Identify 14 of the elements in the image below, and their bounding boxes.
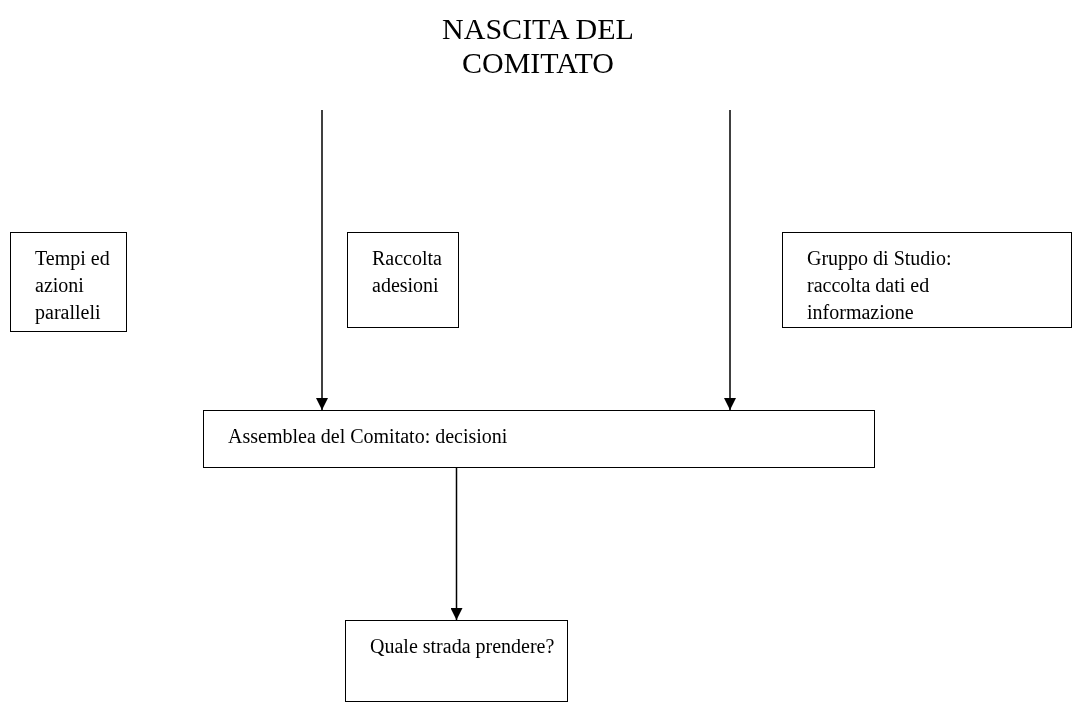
process-box <box>347 232 459 328</box>
box-text: Tempi ed azioni paralleli <box>35 246 111 326</box>
process-box <box>203 410 875 468</box>
process-box <box>782 232 1072 328</box>
box-text: Raccolta adesioni <box>372 246 443 298</box>
arrow <box>316 109 328 411</box>
arrow <box>450 467 463 621</box>
box-text: Quale strada prendere? <box>370 634 556 660</box>
process-box <box>10 232 127 332</box>
box-text: Gruppo di Studio: raccolta dati ed informazione <box>807 246 953 325</box>
process-box <box>345 620 568 702</box>
box-text: Assemblea del Comitato: decisioni <box>228 424 509 449</box>
diagram-title: NASCITA DEL COMITATO <box>441 12 635 80</box>
arrow <box>724 109 736 411</box>
